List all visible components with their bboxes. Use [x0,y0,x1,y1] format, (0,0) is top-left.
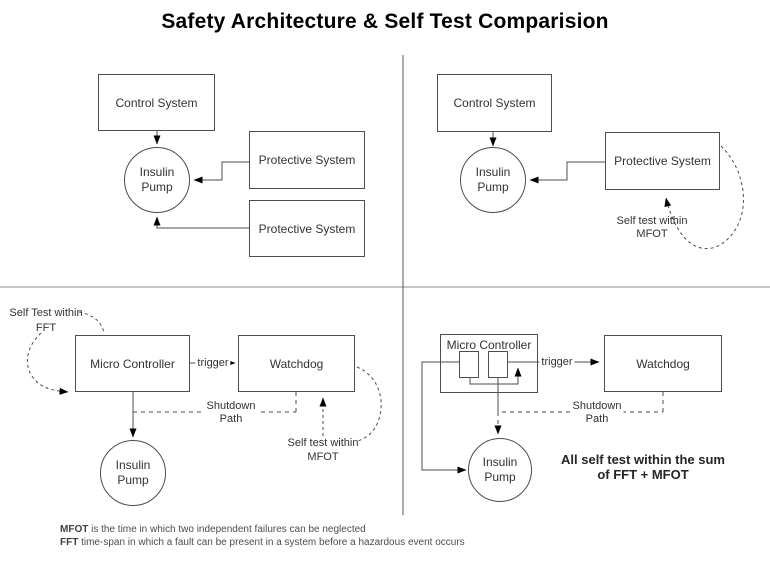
q4-shutdown-label-line1: Shutdown [570,400,624,413]
q4-micro-controller-box: Micro Controller [440,334,538,393]
q4-pump-label-line2: Pump [484,470,516,484]
q3-fft-loop-lower-dashed-arrow [26,332,69,395]
q3-mfot-note-line2: MFOT [307,451,339,463]
footnote-fft-definition: time-span in which a fault can be presen… [78,537,465,548]
q1-control-system-box: Control System [98,74,215,131]
q4-trigger-label: trigger [539,356,575,369]
q1-pump-label-line1: Insulin [139,165,175,179]
page-title: Safety Architecture & Self Test Comparis… [161,10,609,33]
footnotes: MFOT is the time in which two independen… [60,523,465,549]
footnote-mfot-definition: is the time in which two independent fai… [88,524,366,535]
q3-watchdog-box: Watchdog [238,335,355,392]
q1-protective-system2-box: Protective System [249,200,365,257]
q3-shutdown-label-line2: Path [217,413,245,426]
q3-pump-label-line1: Insulin [115,458,151,472]
footnote-fft: FFT time-span in which a fault can be pr… [60,536,465,549]
q3-insulin-pump-circle: Insulin Pump [100,440,166,506]
q1-insulin-pump-circle: Insulin Pump [124,147,190,213]
q2-selftest-loop-dashed-arrow [664,145,744,249]
q3-trigger-label: trigger [195,357,231,370]
q4-watchdog-label: Watchdog [636,356,690,371]
q4-summary-note-line1: All self test within the sum [561,452,725,467]
q4-micro-controller-label: Micro Controller [446,338,532,352]
q4-insulin-pump-circle: Insulin Pump [468,438,532,502]
q2-protective-to-pump-arrow [529,161,605,184]
q1-control-system-label: Control System [115,95,198,110]
q4-summary-note-line2: of FFT + MFOT [597,467,689,482]
q2-protective-system-label: Protective System [614,154,711,168]
q3-fft-note-line2: FFT [35,322,57,334]
q4-pump-label-line1: Insulin [482,455,518,469]
q2-protective-system-box: Protective System [605,132,720,190]
q4-micro-internal-block2 [488,351,508,378]
q1-pump-label-line2: Pump [141,180,173,194]
q3-fft-loop-upper-dashed [78,311,105,334]
q4-micro-internal-block1 [459,351,479,378]
q3-mfot-note-line1: Self test within [287,437,359,449]
q3-mfot-loop-dashed [356,366,382,442]
q2-control-system-box: Control System [437,74,552,132]
footnote-fft-term: FFT [60,537,79,548]
q2-control-system-label: Control System [453,96,536,110]
q4-watchdog-box: Watchdog [604,335,722,392]
q2-pump-label-line2: Pump [477,180,509,194]
q4-shutdown-label-line2: Path [583,413,611,426]
q2-pump-label-line1: Insulin [475,165,511,179]
footnote-mfot-term: MFOT [60,524,89,535]
q1-protective-system1-label: Protective System [258,153,356,167]
q2-insulin-pump-circle: Insulin Pump [460,147,526,213]
q3-fft-note-line1: Self Test within [9,307,83,319]
q4-internal-feedback-arrow [469,367,522,385]
footnote-mfot: MFOT is the time in which two independen… [60,523,465,536]
q1-protective-system1-box: Protective System [249,131,365,189]
q3-watchdog-label: Watchdog [269,356,324,371]
q3-micro-controller-label: Micro Controller [90,356,175,371]
q1-protective1-to-pump-arrow [193,161,249,184]
q3-pump-label-line2: Pump [117,473,149,487]
q3-micro-controller-box: Micro Controller [75,335,190,392]
q2-selftest-note-line2: MFOT [636,228,668,240]
q2-selftest-note-line1: Self test within [616,215,688,227]
q3-shutdown-label-line1: Shutdown [204,400,258,413]
q1-protective-system2-label: Protective System [258,221,356,236]
q1-protective2-to-pump-arrow [153,216,249,229]
